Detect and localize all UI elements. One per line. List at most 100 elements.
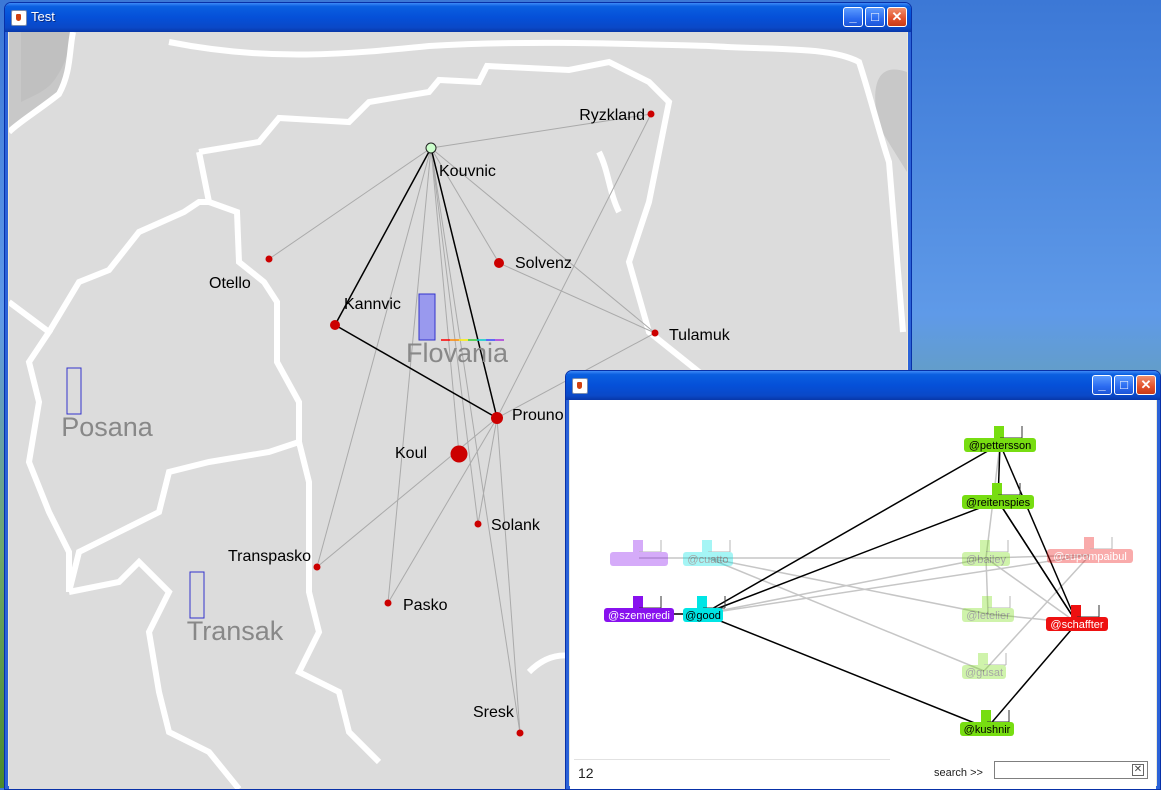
graph-node[interactable]: @kushnir [960,710,1014,736]
city-label-tulamuk[interactable]: Tulamuk [669,327,731,344]
graph-node[interactable]: @reitenspies [962,483,1034,509]
graph-node[interactable]: @schaffter [1046,605,1108,631]
clear-search-icon[interactable]: ✕ [1132,764,1144,776]
city-marker-otello[interactable] [265,255,273,263]
maximize-button[interactable]: □ [1114,375,1134,395]
graph-node-label: @kushnir [964,724,1011,736]
graph-node[interactable]: @letelier [962,596,1014,622]
graph-node-indicator [1084,537,1094,549]
city-label-otello[interactable]: Otello [209,275,251,292]
graph-node-indicator [633,596,643,608]
map-border [168,39,906,333]
map-corner-landmass [21,32,77,102]
map-border [198,58,731,395]
graph-node-bracket [708,540,731,553]
city-marker-transpasko[interactable] [313,563,321,571]
graph-node-bracket [988,596,1011,609]
graph-node-label: @schaffter [1050,619,1103,631]
graph-edge [985,557,1078,624]
city-marker-kouvnic[interactable] [425,142,437,154]
city-label-sresk[interactable]: Sresk [473,704,515,721]
graph-edge-highlighted [702,443,1001,615]
graph-node[interactable]: @gusat [962,653,1007,679]
city-label-kouvnic[interactable]: Kouvnic [439,163,496,180]
city-label-solank[interactable]: Solank [491,517,541,534]
city-marker-ryzkland[interactable] [647,110,655,118]
graph-node-bracket [639,540,662,553]
map-edge [430,147,479,525]
city-marker-solank[interactable] [474,520,482,528]
graph-node-indicator [978,653,988,665]
city-label-ryzkland[interactable]: Ryzkland [579,107,645,124]
graph-node-pill [683,608,723,622]
city-label-solvenz[interactable]: Solvenz [515,255,572,272]
status-bar: 12 search >> ✕ [570,755,1156,789]
graph-edge [707,557,985,672]
graph-node-pill [1047,549,1133,563]
city-label-transpasko[interactable]: Transpasko [228,548,311,565]
region-label-flovania: Flovania [406,338,509,368]
graph-nodes[interactable]: @pettersson @reitenspies @bailey @letelier @… [604,426,1133,736]
graph-node-bracket [984,653,1007,666]
map-border [46,199,209,334]
graph-node[interactable]: @cupompaibul [1047,537,1133,563]
graph-node[interactable]: @good [683,596,726,622]
map-edge [268,147,432,260]
city-marker-sresk[interactable] [516,729,524,737]
close-button[interactable]: ✕ [887,7,907,27]
city-marker-koul[interactable] [450,445,468,463]
region-bar-flovania [418,293,436,341]
graph-node[interactable]: @pettersson [964,426,1036,452]
graph-edge-highlighted [999,443,1078,624]
map-border [68,557,242,789]
graph-window-titlebar[interactable]: _ □ ✕ [566,371,1160,400]
map-border [9,32,76,135]
graph-node-label: @bailey [966,554,1006,566]
map-edge [430,147,521,734]
city-label-prouno[interactable]: Prouno [512,407,564,424]
map-window-titlebar[interactable]: Test _ □ ✕ [5,3,911,32]
map-border [196,151,382,765]
graph-node-indicator [697,596,707,608]
map-edge-highlighted [430,147,498,419]
city-marker-kannvic[interactable] [330,320,340,330]
city-label-pasko[interactable]: Pasko [403,597,448,614]
maximize-button[interactable]: □ [865,7,885,27]
java-app-icon [11,10,27,26]
graph-node[interactable]: @cuatto [683,540,733,566]
city-marker-prouno[interactable] [491,412,503,424]
graph-node-indicator [980,540,990,552]
map-window-title: Test [31,9,55,24]
city-marker-pasko[interactable] [384,599,392,607]
graph-node[interactable]: @szemeredi [604,596,674,622]
map-border [66,439,300,593]
graph-edge [983,554,1091,672]
graph-edge [985,554,1091,559]
graph-node-indicator [982,596,992,608]
graph-node[interactable] [610,540,668,566]
graph-edge-highlighted [702,500,999,615]
minimize-button[interactable]: _ [843,7,863,27]
graph-svg[interactable]: @pettersson @reitenspies @bailey @letelier @… [570,400,1156,756]
city-label-kannvic[interactable]: Kannvic [344,296,401,313]
graph-canvas[interactable]: @pettersson @reitenspies @bailey @letelier @… [570,400,1156,789]
search-label: search >> [934,767,983,779]
graph-edge [702,554,1091,615]
graph-node[interactable]: @bailey [962,540,1010,566]
map-edge [430,147,656,334]
graph-node-label: @reitenspies [966,497,1031,509]
city-marker-tulamuk[interactable] [651,329,659,337]
map-edge-highlighted [334,147,432,326]
graph-node-pill [962,608,1014,622]
graph-node-label: @pettersson [969,440,1032,452]
minimize-button[interactable]: _ [1092,375,1112,395]
node-count: 12 [578,765,594,781]
search-input[interactable] [994,761,1148,779]
city-marker-solvenz[interactable] [494,258,504,268]
map-edge [496,113,652,419]
graph-node-pill [610,552,668,566]
city-label-koul[interactable]: Koul [395,445,427,462]
graph-node-pill [960,722,1014,736]
close-button[interactable]: ✕ [1136,375,1156,395]
